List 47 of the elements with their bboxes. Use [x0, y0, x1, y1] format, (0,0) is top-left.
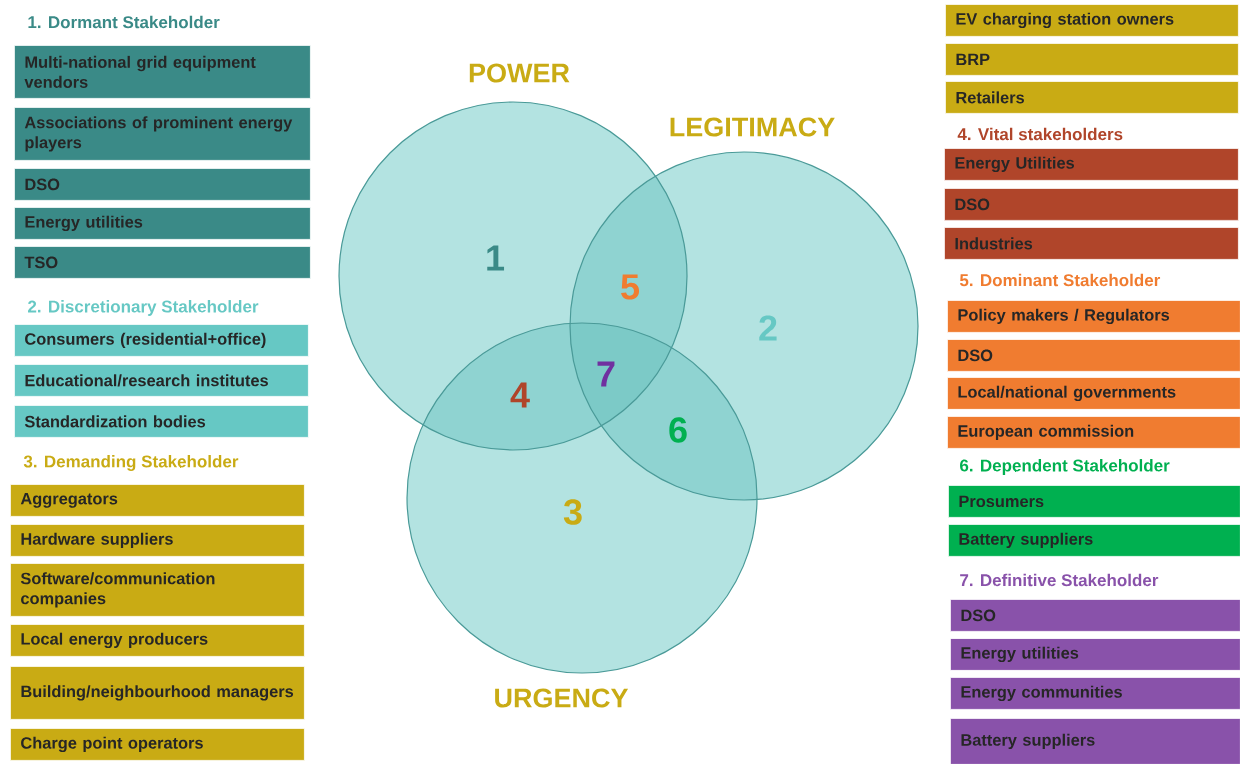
- stakeholder-box: Charge point operators: [10, 728, 305, 761]
- region-number: 3: [563, 499, 582, 525]
- circle-title: POWER: [469, 63, 570, 83]
- stakeholder-box: DSO: [14, 168, 311, 201]
- region-number: 4: [510, 382, 530, 408]
- region-number: 6: [669, 417, 687, 443]
- stakeholder-box: Aggregators: [10, 484, 305, 517]
- stakeholder-box: DSO: [950, 599, 1240, 632]
- region-number: 5: [621, 274, 640, 300]
- stakeholder-box: Local/national governments: [947, 377, 1240, 410]
- circle-title: URGENCY: [495, 688, 629, 708]
- stakeholder-box: Energy utilities: [950, 638, 1240, 671]
- region-number: 7: [597, 361, 615, 387]
- group-heading: 6. Dependent Stakeholder: [960, 459, 1170, 475]
- group-heading: 5. Dominant Stakeholder: [959, 273, 1161, 287]
- stakeholder-box: Industries: [944, 227, 1239, 260]
- stakeholder-box: DSO: [944, 188, 1239, 221]
- stakeholder-box: Energy Utilities: [944, 148, 1239, 181]
- stakeholder-box: Multi-national grid equipment vendors: [14, 45, 311, 99]
- stakeholder-box: Consumers (residential+office): [14, 324, 309, 357]
- region-number: 1: [487, 245, 505, 271]
- group-heading: 1. Dormant Stakeholder: [28, 15, 220, 29]
- group-heading: 4. Vital stakeholders: [957, 127, 1123, 141]
- stakeholder-box: DSO: [947, 339, 1240, 372]
- stakeholder-box: Battery suppliers: [948, 524, 1240, 557]
- stakeholder-box: Battery suppliers: [950, 718, 1240, 764]
- stakeholder-box: Retailers: [945, 81, 1239, 114]
- stakeholder-box: Policy makers / Regulators: [947, 300, 1240, 333]
- circle-title: LEGITIMACY: [670, 117, 835, 137]
- stakeholder-box: TSO: [14, 246, 311, 279]
- stakeholder-box: Associations of prominent energy players: [14, 107, 311, 161]
- stakeholder-box: Local energy producers: [10, 624, 305, 657]
- region-number: 2: [759, 315, 777, 341]
- group-heading: 3. Demanding Stakeholder: [23, 455, 239, 471]
- stakeholder-box: Energy communities: [950, 677, 1240, 710]
- stakeholder-box: Standardization bodies: [14, 405, 309, 438]
- stakeholder-box: European commission: [947, 416, 1240, 449]
- stakeholder-box: Hardware suppliers: [10, 524, 305, 557]
- stakeholder-box: Prosumers: [948, 485, 1240, 518]
- stakeholder-box: EV charging station owners: [945, 4, 1239, 37]
- stakeholder-box: Energy utilities: [14, 207, 311, 240]
- stakeholder-box: Building/neighbourhood managers: [10, 666, 305, 720]
- group-heading: 7. Definitive Stakeholder: [960, 573, 1159, 587]
- stakeholder-box: Software/communication companies: [10, 563, 305, 617]
- stakeholder-box: BRP: [945, 43, 1239, 76]
- stakeholder-box: Educational/research institutes: [14, 364, 309, 397]
- group-heading: 2. Discretionary Stakeholder: [28, 300, 259, 316]
